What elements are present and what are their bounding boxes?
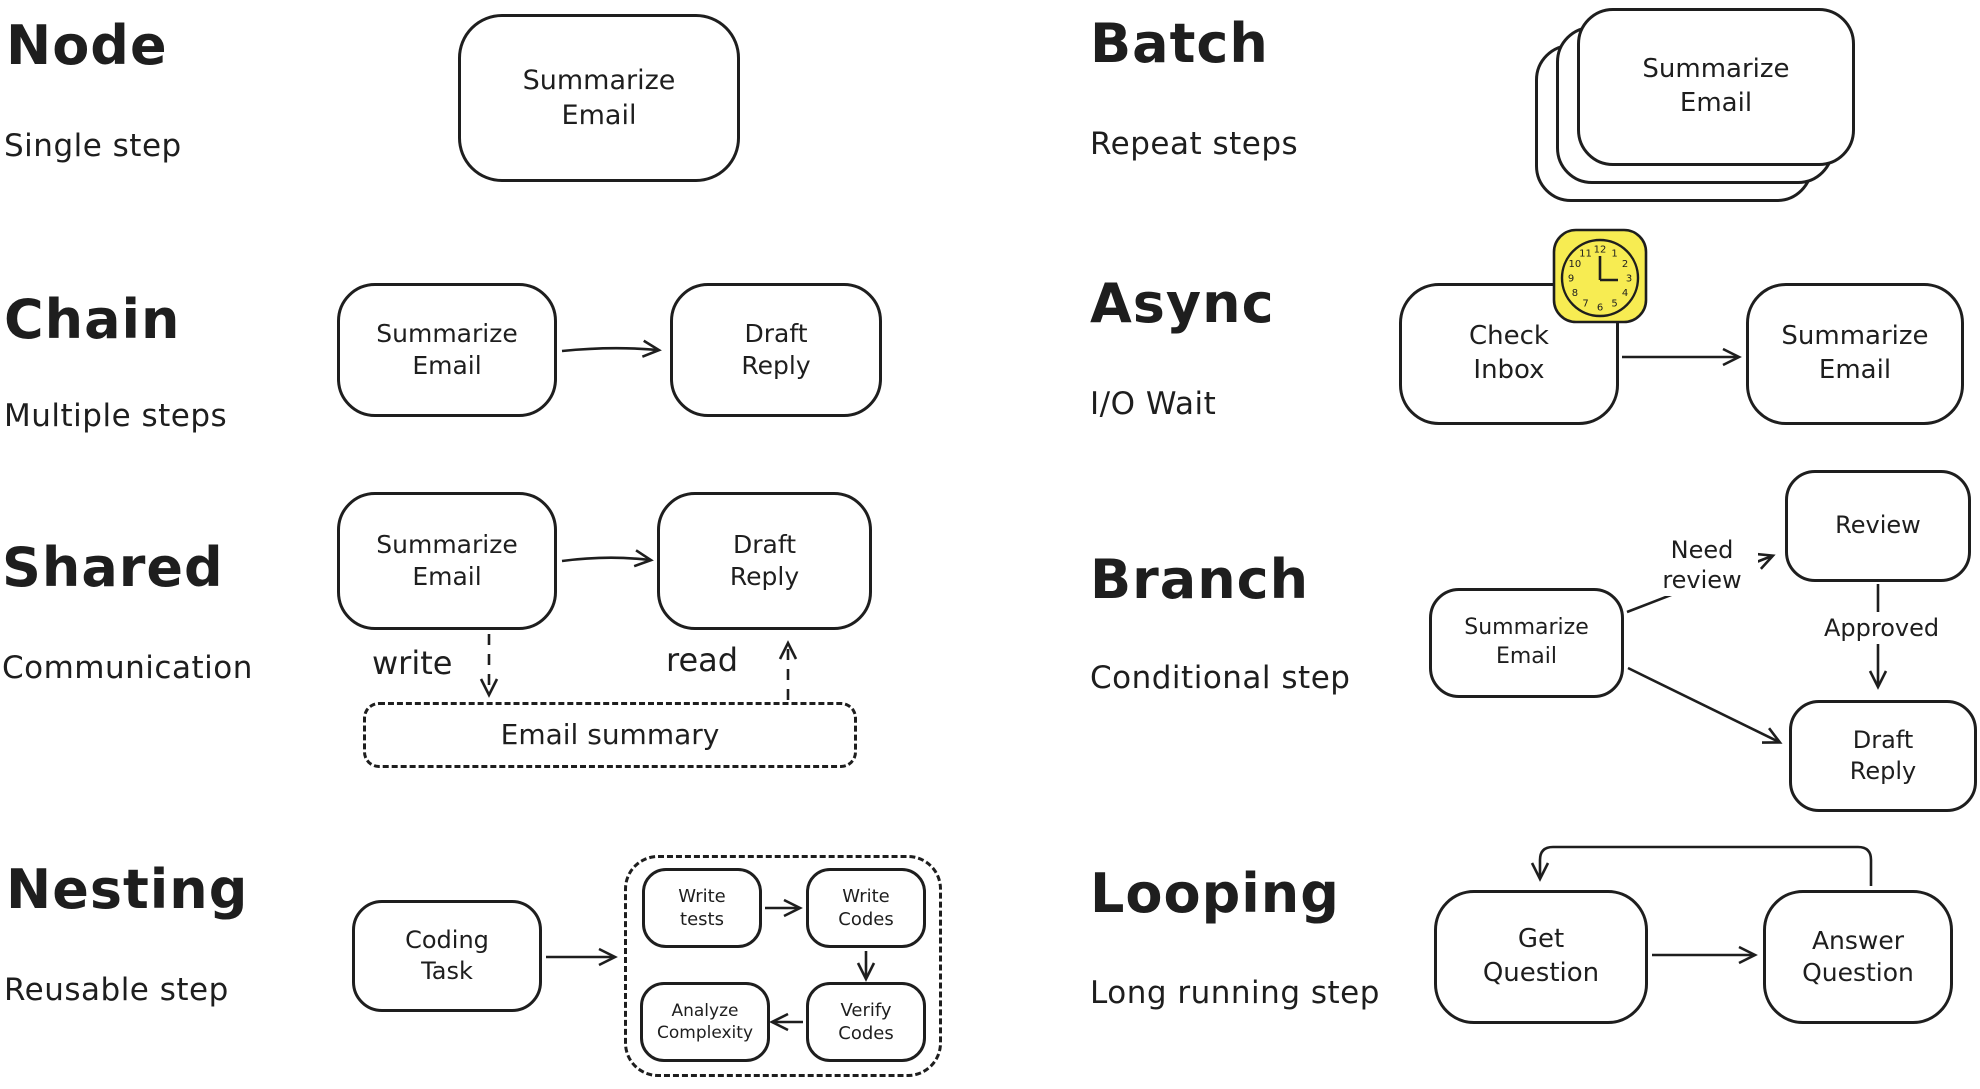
section-subtitle-batch: Repeat steps: [1090, 126, 1299, 162]
shared-box-summarize-email: Summarize Email: [337, 492, 557, 630]
section-title-node: Node: [6, 14, 168, 77]
section-title-nesting: Nesting: [6, 858, 249, 921]
nesting-box-verify-codes: Verify Codes: [806, 982, 926, 1062]
async-box-summarize-email: Summarize Email: [1746, 283, 1964, 425]
chain-box-summarize-email: Summarize Email: [337, 283, 557, 417]
chain-box-draft-reply: Draft Reply: [670, 283, 882, 417]
branch-direct-arrow: [1627, 666, 1783, 744]
node-box-summarize-email: Summarize Email: [458, 14, 740, 182]
section-title-async: Async: [1090, 272, 1275, 335]
section-title-batch: Batch: [1090, 12, 1269, 75]
chain-arrow: [561, 339, 662, 358]
async-box-check-inbox: Check Inbox: [1399, 283, 1619, 425]
branch-box-summarize-email: Summarize Email: [1429, 588, 1624, 698]
clock-number: 6: [1597, 303, 1603, 314]
shared-arrow: [561, 549, 654, 568]
nesting-box-write-codes: Write Codes: [806, 868, 926, 948]
shared-box-draft-reply: Draft Reply: [657, 492, 872, 630]
clock-number: 9: [1568, 274, 1574, 285]
looping-back-arrow: [1530, 845, 1873, 886]
branch-need-review-label: Need review: [1646, 534, 1758, 596]
branch-approved-label: Approved: [1818, 612, 1946, 644]
clock-number: 7: [1582, 299, 1588, 310]
section-title-chain: Chain: [4, 288, 181, 351]
clock-number: 12: [1594, 245, 1607, 256]
shared-store-email-summary: Email summary: [363, 702, 857, 768]
clock-number: 8: [1572, 288, 1578, 299]
section-title-branch: Branch: [1090, 548, 1310, 611]
clock-number: 4: [1622, 288, 1628, 299]
looping-box-get-question: Get Question: [1434, 890, 1648, 1024]
shared-read-label: read: [666, 641, 739, 679]
batch-box-summarize-email: Summarize Email: [1577, 8, 1855, 166]
clock-number: 1: [1611, 248, 1617, 259]
nesting-box-coding-task: Coding Task: [352, 900, 542, 1012]
section-subtitle-shared: Communication: [2, 650, 253, 686]
section-title-shared: Shared: [2, 536, 224, 599]
section-subtitle-nesting: Reusable step: [4, 972, 229, 1008]
branch-box-draft-reply: Draft Reply: [1789, 700, 1977, 812]
section-title-looping: Looping: [1090, 862, 1340, 925]
section-subtitle-node: Single step: [4, 128, 182, 164]
clock-number: 5: [1611, 299, 1617, 310]
section-subtitle-looping: Long running step: [1090, 975, 1380, 1011]
clock-number: 3: [1626, 274, 1632, 285]
branch-box-review: Review: [1785, 470, 1971, 582]
section-subtitle-branch: Conditional step: [1090, 660, 1351, 696]
clock-number: 11: [1579, 248, 1592, 259]
clock-number: 10: [1569, 259, 1582, 270]
shared-write-label: write: [372, 644, 453, 682]
looping-box-answer-question: Answer Question: [1763, 890, 1953, 1024]
nesting-box-analyze-complexity: Analyze Complexity: [640, 982, 770, 1062]
nesting-box-write-tests: Write tests: [642, 868, 762, 948]
clock-number: 2: [1622, 259, 1628, 270]
section-subtitle-async: I/O Wait: [1090, 386, 1217, 422]
section-subtitle-chain: Multiple steps: [4, 398, 228, 434]
